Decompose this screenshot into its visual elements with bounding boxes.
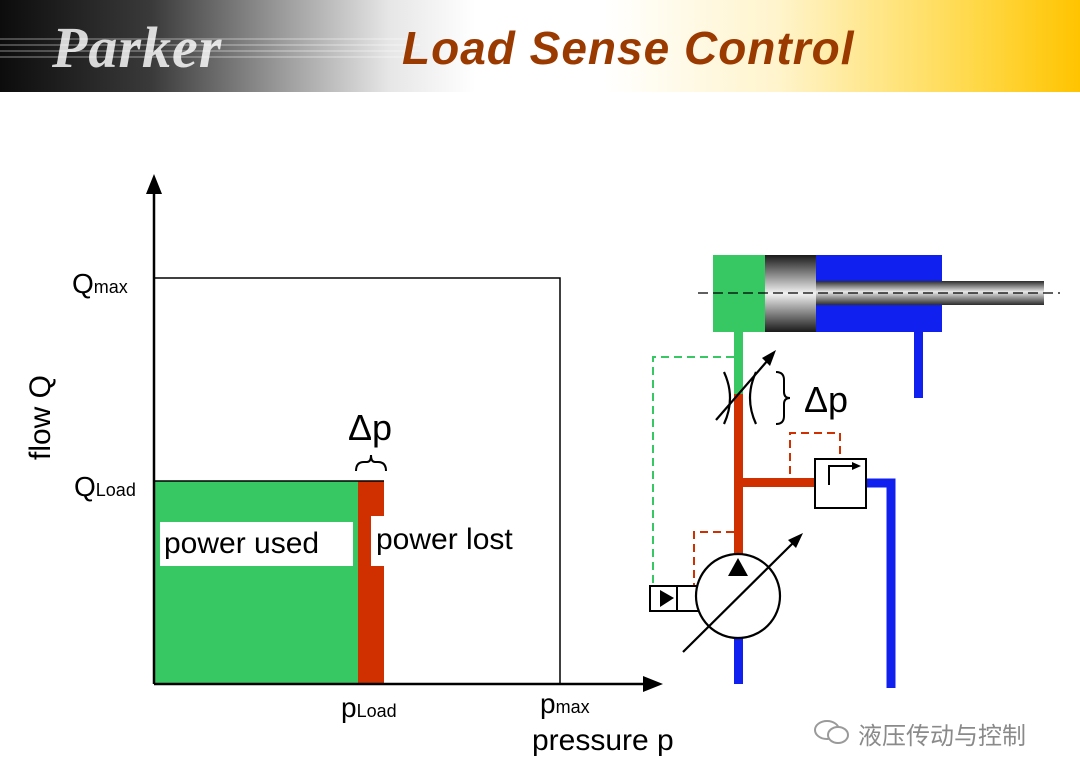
watermark-text: 液压传动与控制 <box>858 722 1026 750</box>
logo-stripes <box>0 34 420 62</box>
y-axis-arrow <box>146 174 162 194</box>
x-axis-label: pressure p <box>532 724 674 757</box>
blue-return-cylinder <box>914 332 923 398</box>
circuit-delta-p: Δp <box>804 379 848 420</box>
power-used-label-box <box>160 522 353 566</box>
pump-control-actuator <box>649 585 701 612</box>
qload-label: QLoad <box>74 471 136 502</box>
delta-p-brace <box>355 454 387 472</box>
green-pilot-line <box>652 356 734 586</box>
x-axis-arrow <box>643 676 663 692</box>
green-supply-line <box>734 332 743 394</box>
qmax-line <box>154 277 561 684</box>
pump-outlet-triangle <box>728 558 748 576</box>
relief-valve-arrowhead <box>852 462 861 470</box>
pload-label: pLoad <box>341 692 397 723</box>
power-lost-label-box <box>371 516 541 566</box>
circuit-brace <box>775 371 791 425</box>
power-used-area <box>154 481 358 684</box>
pump-arrowhead <box>788 533 803 548</box>
orifice-adjust-arrow <box>715 359 769 421</box>
red-pilot-valve <box>789 432 841 474</box>
relief-valve-arrow <box>828 465 856 485</box>
pump-adjust-arrow <box>682 542 794 653</box>
power-lost-label: power lost <box>376 523 513 556</box>
parker-logo: Parker <box>52 15 223 80</box>
actuator-triangle <box>660 590 674 607</box>
graph-delta-p: Δp <box>348 407 392 448</box>
red-pilot-pump <box>693 531 734 586</box>
y-axis-label: flow Q <box>24 375 57 460</box>
red-branch-line <box>743 478 815 487</box>
qmax-label: Qmax <box>72 268 128 299</box>
blue-pump-inlet <box>734 638 743 684</box>
power-lost-area <box>358 481 384 684</box>
header-banner: Parker Load Sense Control <box>0 0 1080 92</box>
orifice-arrowhead <box>762 350 776 366</box>
wechat-icon <box>814 720 849 744</box>
orifice-left-arc <box>723 371 732 425</box>
blue-return-valve <box>866 478 896 688</box>
pmax-label: pmax <box>540 688 590 719</box>
slide-title: Load Sense Control <box>402 22 855 74</box>
red-pressure-line <box>734 394 743 554</box>
power-used-label: power used <box>164 527 319 560</box>
